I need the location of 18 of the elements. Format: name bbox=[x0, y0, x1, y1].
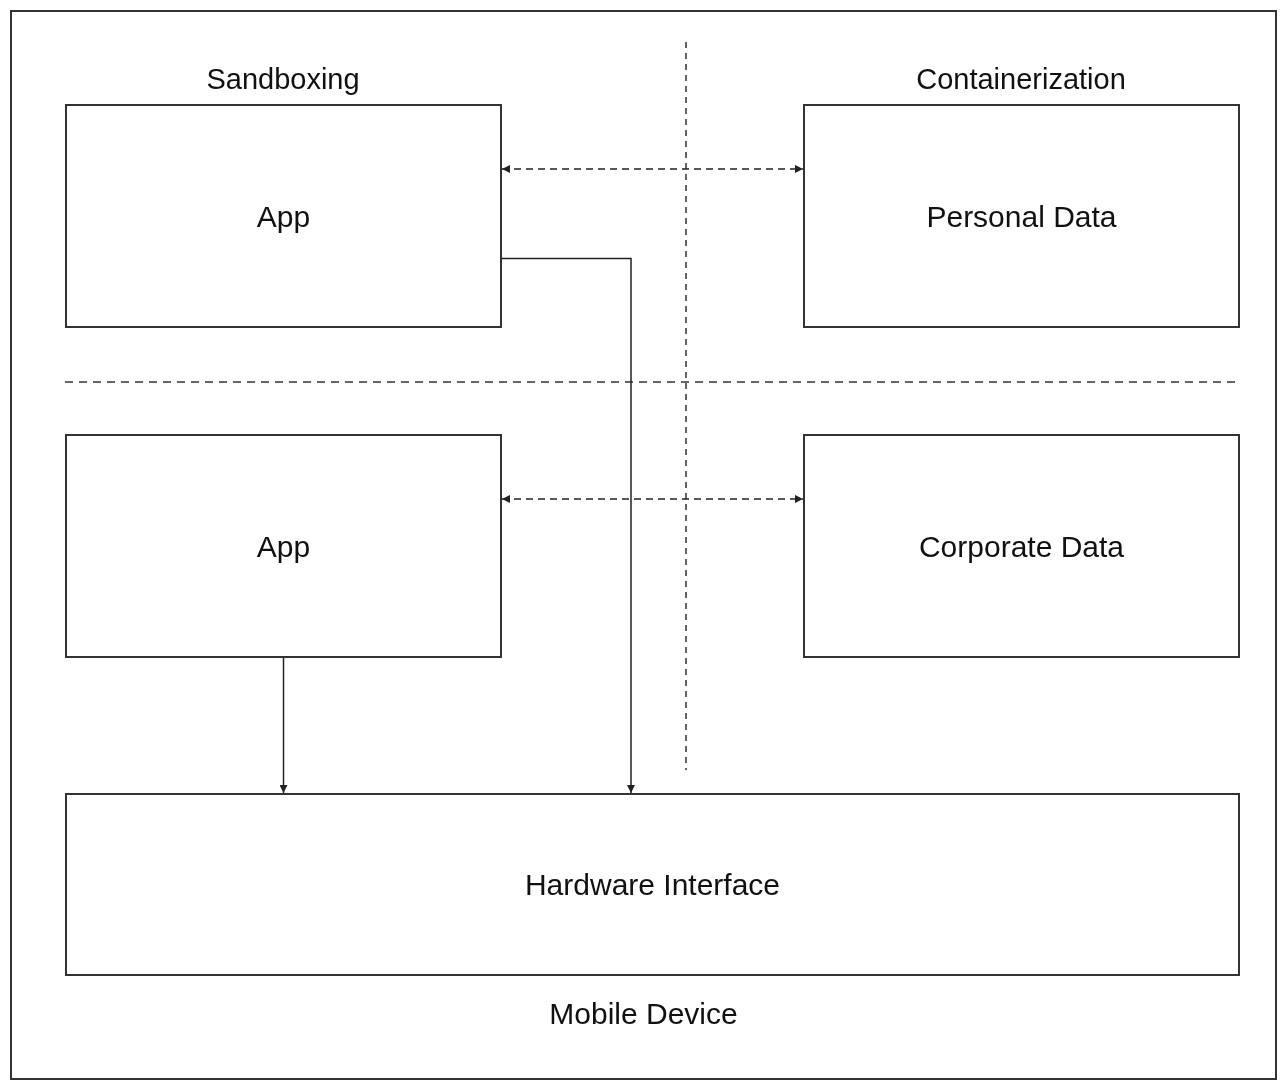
component-box bbox=[65, 434, 502, 658]
arrow bbox=[501, 494, 804, 503]
column-heading: Containerization bbox=[916, 62, 1126, 97]
box-label: Personal Data bbox=[926, 198, 1117, 235]
box-label: App bbox=[256, 198, 311, 235]
component-box bbox=[803, 434, 1240, 658]
box-label: App bbox=[256, 528, 311, 565]
arrow bbox=[279, 657, 288, 794]
component-box bbox=[65, 793, 1240, 976]
arrow bbox=[501, 257, 635, 794]
device-frame bbox=[10, 10, 1277, 1080]
component-box bbox=[803, 104, 1240, 328]
box-label: Corporate Data bbox=[918, 528, 1125, 565]
component-box bbox=[65, 104, 502, 328]
column-heading: Sandboxing bbox=[206, 62, 360, 97]
frame-label: Mobile Device bbox=[549, 996, 738, 1032]
box-label: Hardware Interface bbox=[524, 867, 781, 903]
arrow bbox=[501, 164, 804, 173]
